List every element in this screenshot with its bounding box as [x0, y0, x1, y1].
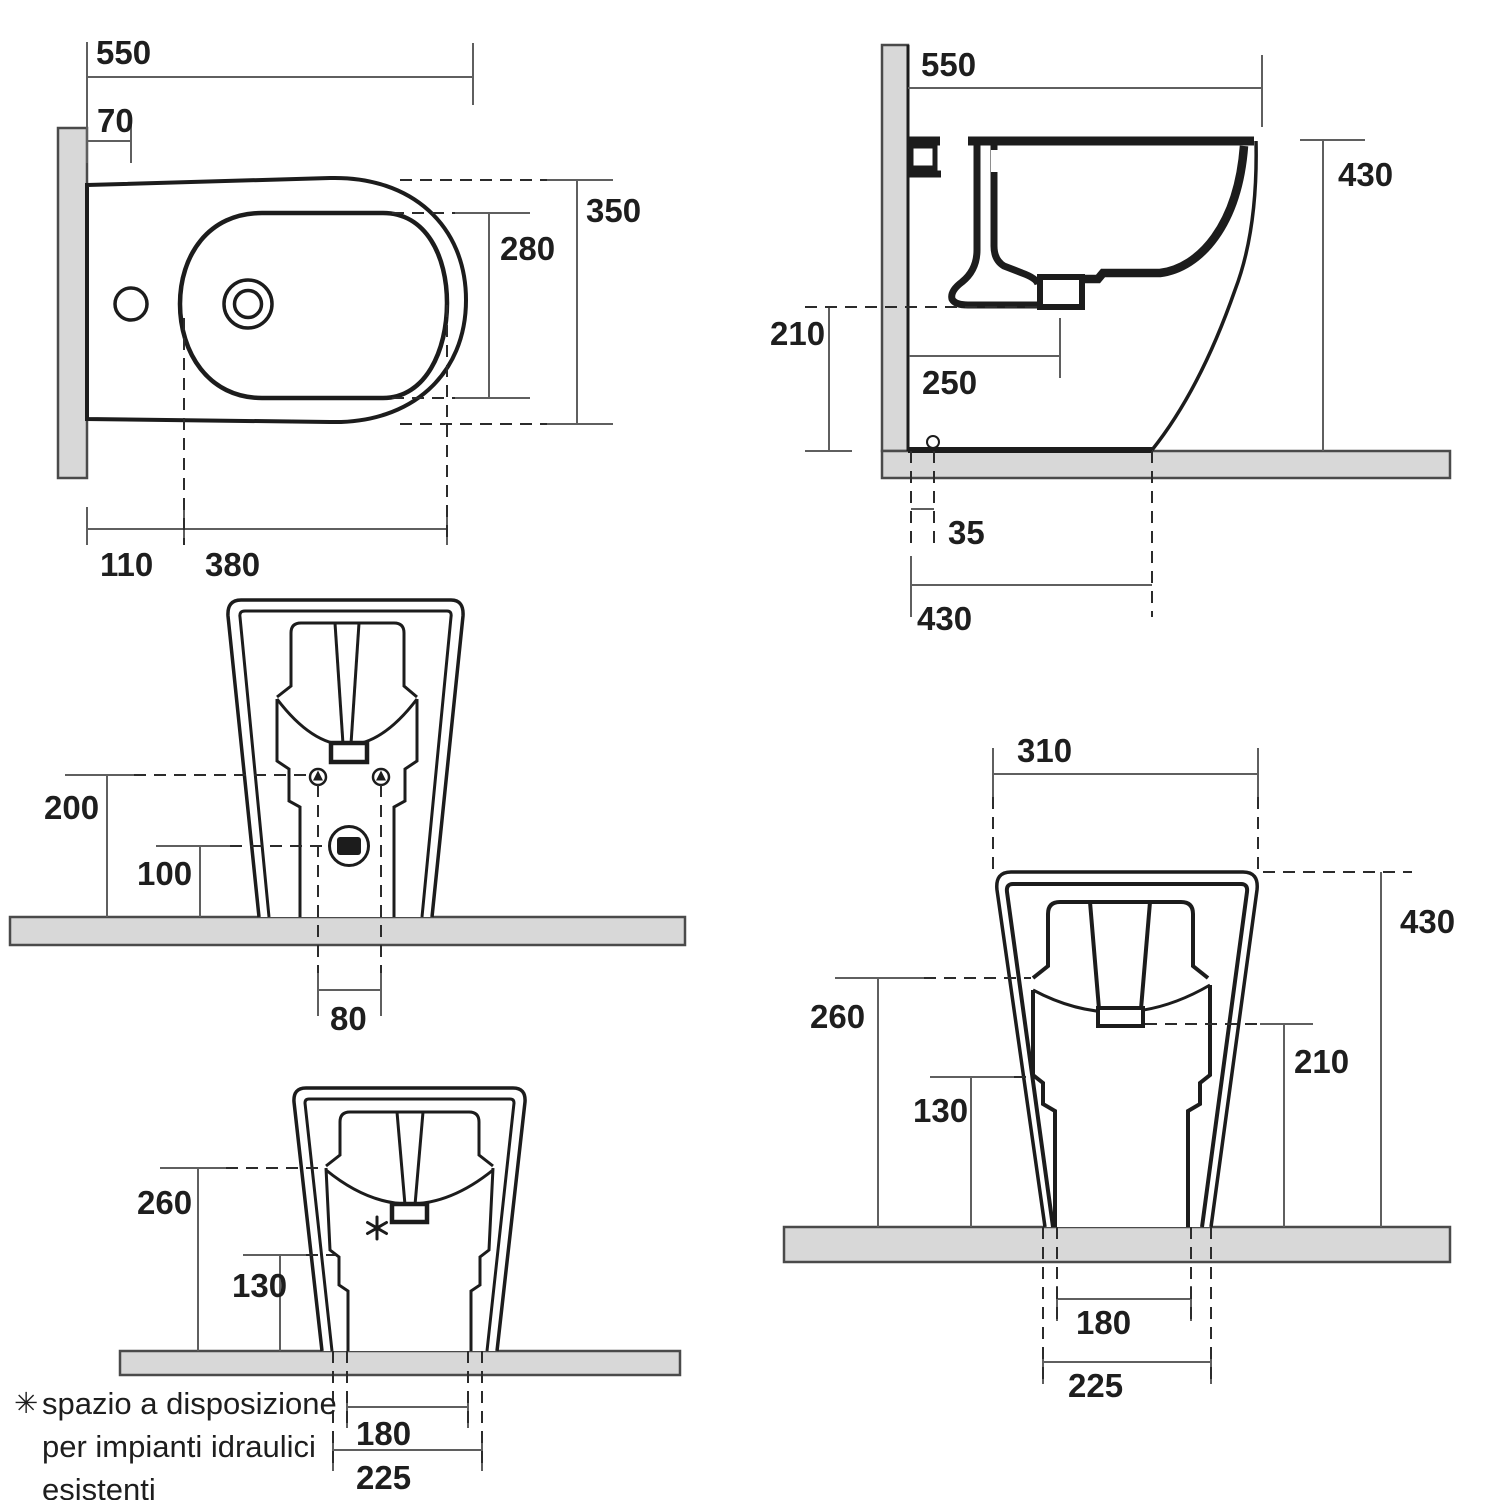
funnel-slant-left	[395, 1111, 407, 1206]
front-profile	[1150, 140, 1258, 452]
inlet-channel-back-wall	[948, 145, 1038, 309]
funnel-slant-right	[1139, 901, 1152, 1010]
drain-outlet	[1037, 274, 1085, 310]
front-dim-310: 310	[1017, 732, 1073, 769]
funnel-outlet-box	[1096, 1006, 1145, 1028]
body-inner-shell	[303, 1097, 516, 1352]
side-dim-210: 210	[770, 315, 826, 352]
rear-dim-100: 100	[137, 855, 193, 892]
floor-section	[880, 449, 1452, 480]
column-left-steps	[1031, 990, 1057, 1227]
wall-section	[56, 126, 89, 480]
side-view	[805, 43, 1452, 617]
tap-hole-outer	[222, 278, 274, 330]
plan-dim-70: 70	[97, 102, 134, 139]
column-right-steps	[1186, 985, 1212, 1227]
fixing-bracket	[908, 143, 938, 171]
plan-view	[56, 42, 613, 545]
front-dim-430: 430	[1400, 903, 1456, 940]
fixing-triangle-left	[313, 770, 323, 781]
fixing-triangle-right	[376, 770, 386, 781]
front-reference-lines	[924, 797, 1412, 1385]
funnel-slant-right	[349, 622, 361, 745]
rear-lower-view	[118, 1086, 682, 1471]
rear-dim-lines	[65, 774, 382, 1016]
column-right-steps	[469, 1167, 495, 1351]
front-dim-260: 260	[810, 998, 866, 1035]
plan-dim-550: 550	[96, 34, 152, 71]
rim-slot	[940, 134, 968, 148]
note-line-2: per impianti idraulici	[42, 1429, 316, 1464]
inlet-channel-front-wall	[990, 145, 1042, 286]
front-dim-180: 180	[1076, 1304, 1132, 1341]
floor-section	[8, 915, 687, 947]
plan-dim-380: 380	[205, 546, 261, 583]
side-dim-550: 550	[921, 46, 977, 83]
overflow-hole	[113, 286, 149, 322]
drain-square	[337, 837, 361, 855]
asterisk-spoke	[366, 1221, 388, 1235]
rear-reference-lines	[134, 774, 382, 973]
rear-lower-dim-260: 260	[137, 1184, 193, 1221]
plan-reference-lines	[183, 179, 547, 545]
funnel-slant-right	[413, 1111, 425, 1206]
rear-dim-80: 80	[330, 1000, 367, 1037]
funnel-outline	[325, 1110, 494, 1168]
plan-dim-lines	[86, 42, 613, 545]
rear-lower-reference-lines	[226, 1167, 483, 1471]
front-dim-210: 210	[1294, 1043, 1350, 1080]
side-reference-lines	[805, 306, 1153, 617]
channel-slot	[991, 150, 998, 172]
drain-circle	[328, 825, 370, 867]
funnel-outline	[276, 621, 418, 699]
floor-section	[782, 1225, 1452, 1264]
note-line-3: esistenti	[42, 1472, 156, 1500]
note-line-1: spazio a disposizione	[42, 1386, 337, 1421]
floor-screw-hole	[926, 435, 940, 449]
body-inner-shell	[1004, 882, 1250, 1228]
column-right-steps	[392, 699, 419, 917]
rear-lower-dim-130: 130	[232, 1267, 288, 1304]
funnel-slant-left	[1088, 901, 1101, 1010]
column-left-steps	[275, 699, 302, 917]
floor-section	[118, 1349, 682, 1377]
plan-dim-350: 350	[586, 192, 642, 229]
funnel-outlet-box	[389, 1201, 430, 1225]
rear-view	[8, 598, 687, 1016]
funnel-outlet-box	[328, 740, 370, 765]
front-dim-225: 225	[1068, 1367, 1124, 1404]
hydraulic-space-marker-icon	[366, 1215, 388, 1241]
plan-dim-110: 110	[100, 546, 154, 583]
body-outer-shell	[995, 870, 1259, 1228]
tap-hole-inner	[232, 288, 264, 320]
front-view	[782, 748, 1452, 1385]
side-dim-250: 250	[922, 364, 978, 401]
front-dim-130: 130	[913, 1092, 969, 1129]
front-dim-lines	[835, 748, 1382, 1384]
rear-dim-200: 200	[44, 789, 100, 826]
asterisk-icon: ✳	[14, 1388, 39, 1420]
side-dim-430-height: 430	[1338, 156, 1394, 193]
rear-lower-dim-180: 180	[356, 1415, 412, 1452]
side-dim-430-depth: 430	[917, 600, 973, 637]
funnel-slant-left	[333, 622, 345, 745]
plan-dim-280: 280	[500, 230, 556, 267]
body-inner-shell	[238, 609, 453, 918]
basin-rim	[177, 210, 450, 401]
bowl-section	[1082, 145, 1249, 284]
rear-lower-dim-225: 225	[356, 1459, 412, 1496]
wall-section	[880, 43, 910, 453]
side-dim-35: 35	[948, 514, 985, 551]
side-dim-lines	[805, 55, 1365, 617]
funnel-outline	[1031, 900, 1210, 980]
column-left-steps	[324, 1167, 350, 1351]
